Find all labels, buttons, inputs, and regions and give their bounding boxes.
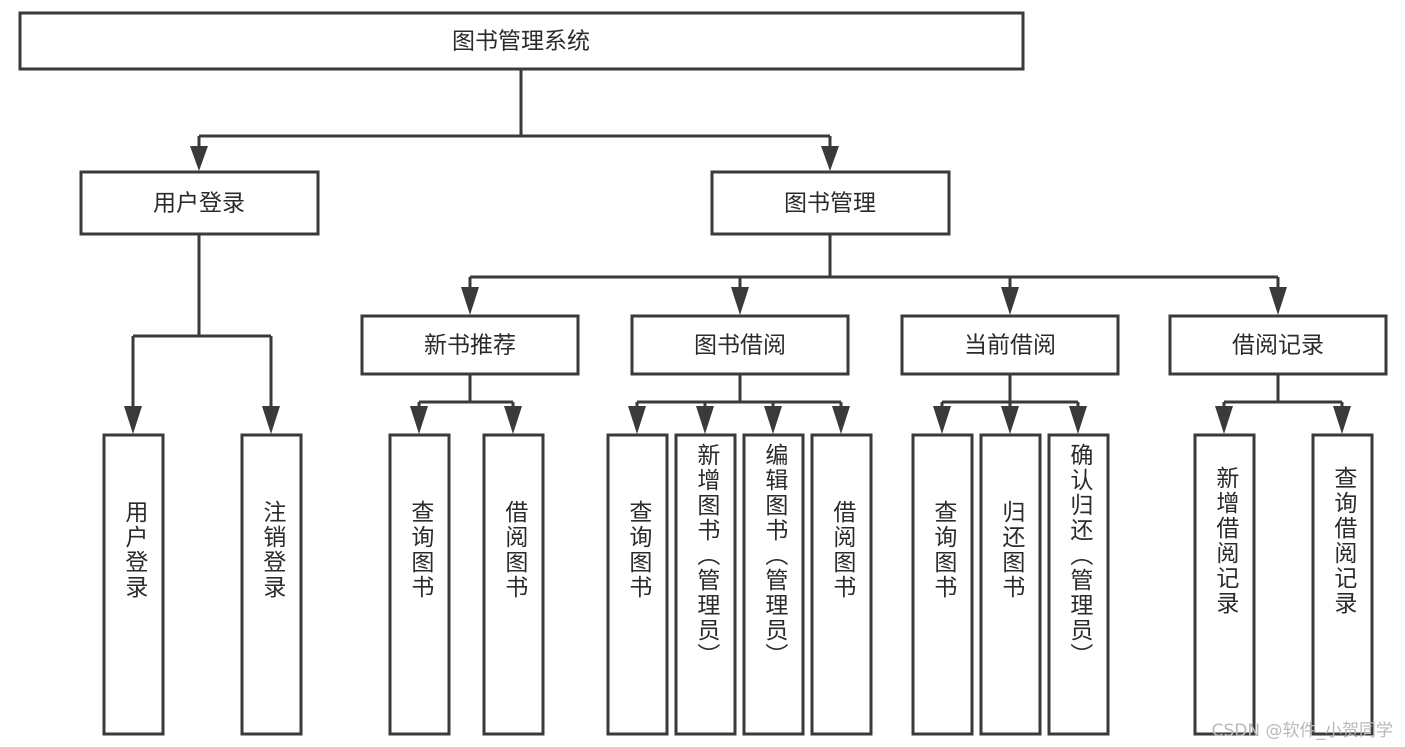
arrow-head-leaf-query-book-2 (628, 406, 646, 434)
node-label-book-manage: 图书管理 (784, 191, 876, 217)
node-label-leaf-borrow-book-1: 借阅图书 (500, 500, 527, 600)
node-box-current-borrow[interactable] (900, 314, 1120, 376)
node-box-root[interactable] (18, 11, 1025, 71)
node-label-current-borrow: 当前借阅 (964, 333, 1056, 359)
arrow-head-new-book-recommend (461, 287, 479, 315)
node-label-leaf-query-record: 查询借阅记录 (1329, 466, 1356, 616)
node-label-book-borrow: 图书借阅 (694, 333, 786, 359)
node-box-leaf-confirm-return[interactable] (1047, 433, 1110, 736)
node-label-leaf-return-book: 归还图书 (997, 500, 1024, 600)
node-box-leaf-add-book[interactable] (674, 433, 737, 736)
arrow-head-leaf-borrow-book-2 (832, 406, 850, 434)
arrow-head-leaf-confirm-return (1069, 406, 1087, 434)
arrow-head-leaf-add-record (1215, 406, 1233, 434)
arrow-head-leaf-query-record (1333, 406, 1351, 434)
node-box-leaf-query-record[interactable] (1311, 433, 1374, 736)
node-box-leaf-borrow-book-2[interactable] (810, 433, 873, 736)
node-label-leaf-logout-login: 注销登录 (258, 500, 285, 600)
node-box-book-borrow[interactable] (630, 314, 850, 376)
arrow-head-book-borrow (731, 287, 749, 315)
node-label-leaf-confirm-return: 确认归还（管理员） (1065, 443, 1092, 668)
node-label-borrow-record: 借阅记录 (1232, 333, 1324, 359)
node-box-leaf-query-book-3[interactable] (911, 433, 974, 736)
node-label-leaf-query-book-1: 查询图书 (406, 500, 433, 600)
node-label-leaf-borrow-book-2: 借阅图书 (828, 500, 855, 600)
node-box-new-book-recommend[interactable] (360, 314, 580, 376)
arrow-head-current-borrow (1001, 287, 1019, 315)
node-label-leaf-user-login: 用户登录 (120, 500, 147, 600)
node-box-leaf-borrow-book-1[interactable] (482, 433, 545, 736)
arrow-head-leaf-user-login (124, 406, 142, 434)
arrow-head-leaf-edit-book (764, 406, 782, 434)
arrow-head-leaf-query-book-1 (410, 406, 428, 434)
node-label-leaf-edit-book: 编辑图书（管理员） (760, 443, 787, 668)
arrow-head-leaf-return-book (1001, 406, 1019, 434)
arrow-head-borrow-record (1269, 287, 1287, 315)
watermark-text: CSDN @软件_小贺同学 (1211, 721, 1393, 741)
node-label-new-book-recommend: 新书推荐 (424, 333, 516, 359)
arrow-head-leaf-query-book-3 (933, 406, 951, 434)
node-label-leaf-add-book: 新增图书（管理员） (692, 443, 719, 668)
node-label-leaf-query-book-3: 查询图书 (929, 500, 956, 600)
node-box-leaf-logout-login[interactable] (240, 433, 303, 736)
node-box-leaf-query-book-2[interactable] (606, 433, 669, 736)
arrow-head-leaf-logout-login (262, 406, 280, 434)
arrow-head-leaf-add-book (696, 406, 714, 434)
node-box-leaf-return-book[interactable] (979, 433, 1042, 736)
node-label-root: 图书管理系统 (452, 29, 590, 55)
node-label-user-login: 用户登录 (153, 191, 245, 217)
node-box-leaf-query-book-1[interactable] (388, 433, 451, 736)
node-label-leaf-add-record: 新增借阅记录 (1211, 466, 1238, 616)
node-label-leaf-query-book-2: 查询图书 (624, 500, 651, 600)
arrow-head-leaf-borrow-book-1 (504, 406, 522, 434)
node-box-leaf-user-login[interactable] (102, 433, 165, 736)
arrow-head-user-login (190, 146, 208, 171)
arrow-head-book-manage (821, 146, 839, 171)
node-box-leaf-add-record[interactable] (1193, 433, 1256, 736)
node-box-leaf-edit-book[interactable] (742, 433, 805, 736)
